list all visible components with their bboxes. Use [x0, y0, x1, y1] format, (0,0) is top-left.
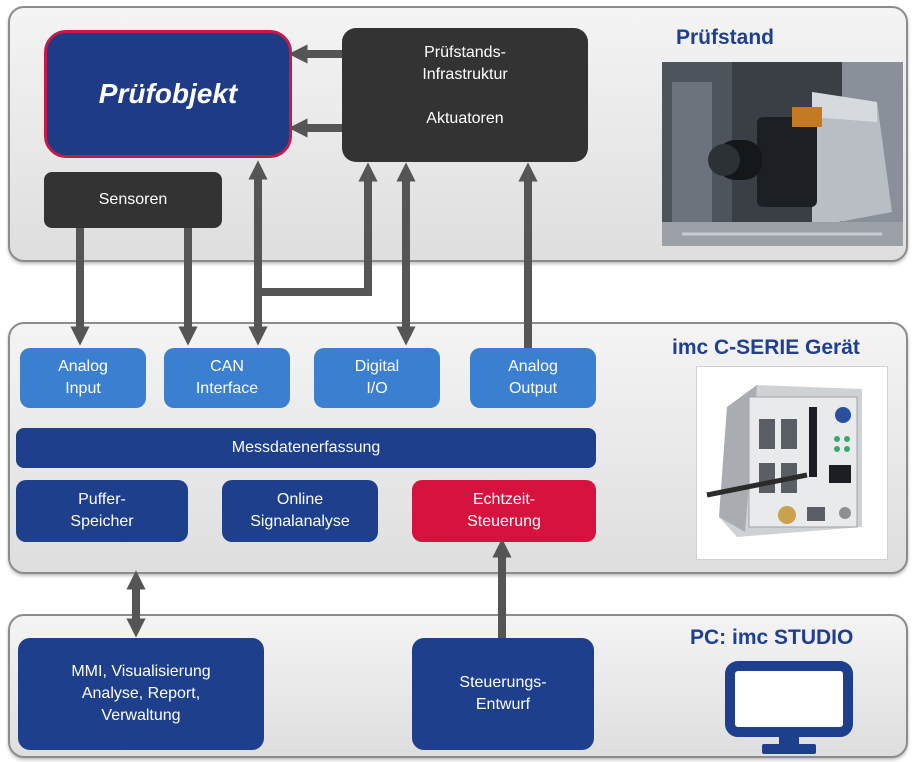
puffer-line1: Puffer-	[78, 491, 126, 508]
messdatenerfassung-label: Messdatenerfassung	[231, 439, 381, 456]
steuerung-line1: Steuerungs-	[459, 674, 547, 691]
puffer-line2: Speicher	[70, 513, 134, 530]
device-photo	[696, 366, 888, 560]
analog-input-line2: Input	[65, 380, 101, 397]
mmi-line3: Verwaltung	[101, 707, 181, 724]
can-interface-line2: Interface	[195, 380, 259, 397]
infra-label-line1: Prüfstands-	[424, 44, 506, 61]
online-line2: Signalanalyse	[250, 513, 350, 530]
digital-io-box: Digital I/O	[314, 348, 440, 408]
steuerungs-entwurf-box: Steuerungs- Entwurf	[412, 638, 594, 750]
analog-input-line1: Analog	[58, 358, 108, 375]
steuerung-line2: Entwurf	[475, 696, 531, 713]
infrastruktur-box: Prüfstands- Infrastruktur Aktuatoren	[342, 28, 588, 162]
echtzeit-steuerung-box: Echtzeit- Steuerung	[412, 480, 596, 542]
monitor-icon	[725, 661, 853, 754]
pufferspeicher-box: Puffer- Speicher	[16, 480, 188, 542]
messdatenerfassung-bar: Messdatenerfassung	[16, 428, 596, 468]
sensoren-box: Sensoren	[44, 172, 222, 228]
can-interface-box: CAN Interface	[164, 348, 290, 408]
pruefstand-photo	[662, 62, 903, 246]
aktuatoren-label: Aktuatoren	[426, 110, 504, 127]
pc-title: PC: imc STUDIO	[690, 626, 854, 649]
pruefstand-title: Prüfstand	[676, 26, 775, 49]
digital-io-line2: I/O	[366, 380, 388, 397]
mmi-line1: MMI, Visualisierung	[71, 663, 211, 680]
digital-io-line1: Digital	[354, 358, 400, 375]
infra-label-line2: Infrastruktur	[422, 66, 508, 83]
analog-output-box: Analog Output	[470, 348, 596, 408]
pruefobjekt-label: Prüfobjekt	[98, 78, 238, 109]
online-signalanalyse-box: Online Signalanalyse	[222, 480, 378, 542]
sensoren-label: Sensoren	[98, 191, 168, 208]
echtzeit-line2: Steuerung	[467, 513, 541, 530]
online-line1: Online	[276, 491, 324, 508]
analog-input-box: Analog Input	[20, 348, 146, 408]
mmi-box: MMI, Visualisierung Analyse, Report, Ver…	[18, 638, 264, 750]
echtzeit-line1: Echtzeit-	[472, 491, 536, 508]
device-title: imc C-SERIE Gerät	[672, 336, 860, 359]
analog-output-line2: Output	[508, 380, 558, 397]
mmi-line2: Analyse, Report,	[81, 685, 201, 702]
analog-output-line1: Analog	[508, 358, 558, 375]
pruefobjekt-box: Prüfobjekt	[44, 30, 292, 158]
can-interface-line1: CAN	[210, 358, 244, 375]
arrow-can-to-infra	[262, 162, 378, 296]
